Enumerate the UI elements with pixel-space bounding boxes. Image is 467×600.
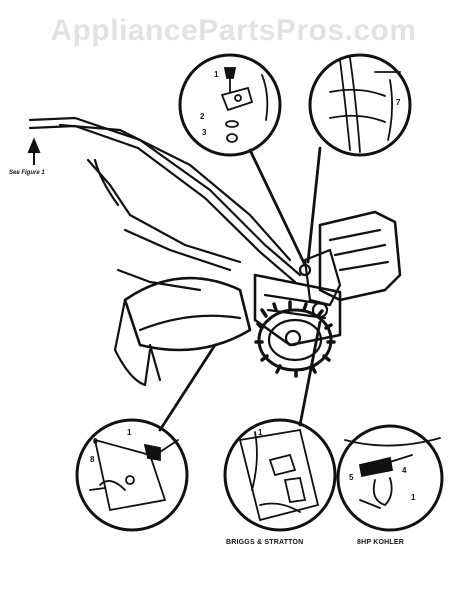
engine: [298, 210, 402, 307]
callout-label: 1: [214, 70, 219, 79]
callout-label: 7: [396, 98, 401, 107]
wheel: [254, 300, 336, 378]
callout-label: 4: [402, 466, 407, 475]
inset-kohler-linkage: [344, 437, 441, 509]
detail-circle-bottom-middle: [223, 418, 337, 532]
callout-label: 6: [93, 437, 98, 446]
callout-label: 8: [90, 455, 95, 464]
see-figure-arrow: [27, 137, 41, 165]
callout-label: 3: [202, 128, 207, 137]
inset-throttle-bracket: [89, 438, 179, 512]
callout-label: 5: [349, 473, 354, 482]
inset-bolt-bracket: [220, 67, 269, 143]
caption-briggs-stratton: BRIGGS & STRATTON: [226, 539, 304, 546]
callout-label: 1: [258, 428, 263, 437]
watermark-logo: AppliancePartsPros.com: [50, 14, 417, 47]
transmission-frame: [253, 273, 342, 347]
tine-shield: [113, 276, 252, 387]
see-figure-note: See Figure 1: [9, 170, 45, 176]
detail-circle-top-right: [308, 53, 412, 157]
handlebar-assembly: [28, 116, 302, 292]
callout-label: 1: [411, 493, 416, 502]
callout-label: 1: [127, 428, 132, 437]
caption-kohler: 8HP KOHLER: [357, 539, 404, 546]
leader-lines: [158, 146, 322, 432]
detail-circle-top-left: [178, 53, 282, 157]
detail-circle-bottom-left: [75, 418, 189, 532]
inset-cables: [329, 57, 401, 153]
inset-briggs-linkage: [238, 428, 320, 522]
detail-circle-bottom-right: [336, 424, 444, 532]
callout-label: 2: [200, 112, 205, 121]
